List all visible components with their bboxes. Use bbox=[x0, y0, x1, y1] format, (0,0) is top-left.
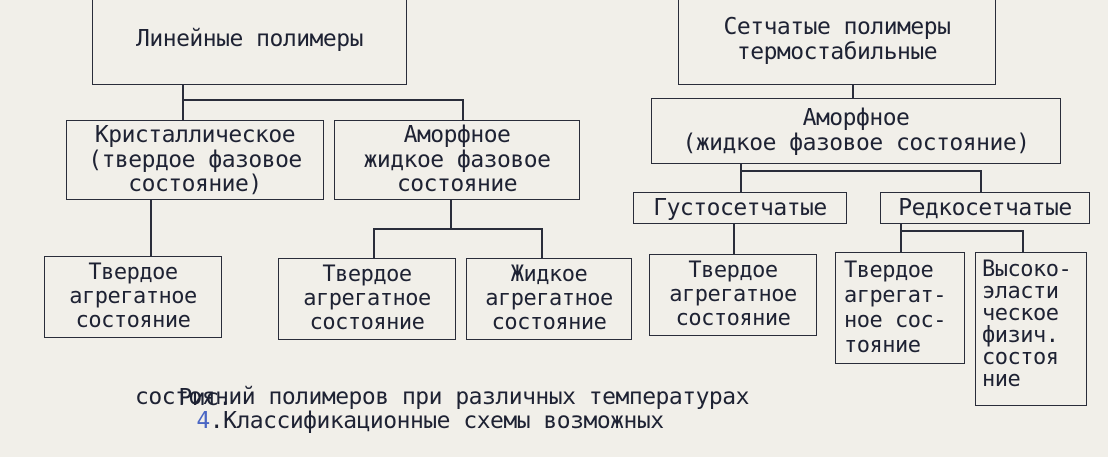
connector bbox=[373, 228, 541, 230]
caption-line-1: .Классификационные схемы возможных bbox=[209, 408, 664, 434]
highly-elastic-state-box: Высоко- эласти ческое физич. состоя ние bbox=[975, 252, 1087, 406]
connector bbox=[373, 228, 375, 258]
figure-caption-line-2: состояний полимеров при различных темпер… bbox=[135, 384, 749, 410]
connector bbox=[182, 99, 462, 101]
connector bbox=[182, 85, 184, 99]
network-polymers-box: Сетчатые полимеры термостабильные bbox=[678, 0, 996, 85]
solid-aggregate-state-box: Твердое агрегатное состояние bbox=[44, 256, 222, 338]
connector bbox=[150, 200, 152, 256]
connector bbox=[740, 164, 742, 170]
connector bbox=[852, 85, 854, 98]
connector bbox=[450, 200, 452, 228]
amorphous-liquid-phase-box: Аморфное жидкое фазовое состояние bbox=[334, 120, 580, 200]
connector bbox=[900, 230, 902, 252]
solid-aggregate-state-box: Твердое агрегатное состояние bbox=[649, 254, 817, 336]
connector bbox=[980, 170, 982, 192]
caption-figure-number: 4 bbox=[196, 408, 210, 434]
caption-prefix: Рис. bbox=[178, 385, 232, 411]
liquid-aggregate-state-box: Жидкое агрегатное состояние bbox=[466, 258, 632, 340]
amorphous-liquid-phase-box-right: Аморфное (жидкое фазовое состояние) bbox=[651, 98, 1061, 164]
connector bbox=[733, 224, 735, 254]
crystalline-state-box: Кристаллическое (твердое фазовое состоян… bbox=[66, 120, 324, 200]
connector bbox=[182, 99, 184, 120]
connector bbox=[740, 170, 980, 172]
connector bbox=[541, 228, 543, 258]
connector bbox=[1022, 230, 1024, 252]
connector bbox=[740, 170, 742, 192]
figure-caption: Рис. 4.Классификационные схемы возможных bbox=[125, 364, 664, 456]
linear-polymers-box: Линейные полимеры bbox=[92, 0, 407, 85]
solid-aggregate-state-box: Твердое агрегатное состояние bbox=[278, 258, 456, 340]
connector bbox=[462, 99, 464, 120]
polymer-classification-diagram: Линейные полимеры Сетчатые полимеры терм… bbox=[44, 0, 1090, 433]
densely-crosslinked-box: Густосетчатые bbox=[633, 192, 847, 224]
connector bbox=[900, 230, 1022, 232]
solid-aggregate-state-box: Твердое агрегат- ное сос- тояние bbox=[835, 252, 965, 364]
connector bbox=[900, 224, 902, 230]
sparsely-crosslinked-box: Редкосетчатые bbox=[880, 192, 1090, 224]
